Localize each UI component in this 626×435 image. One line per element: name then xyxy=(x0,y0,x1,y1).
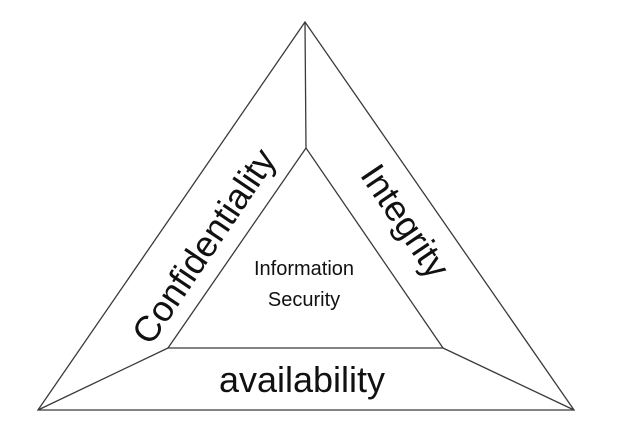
center-label-line1: Information xyxy=(254,258,354,280)
inner-triangle xyxy=(166,146,445,349)
top-connector xyxy=(304,21,307,149)
outer-triangle xyxy=(36,20,576,411)
center-label-line2: Security xyxy=(268,289,340,311)
left-connector xyxy=(37,347,169,411)
confidentiality-label: Confidentiality xyxy=(123,141,283,351)
right-connector xyxy=(442,347,575,411)
availability-label: availability xyxy=(219,359,385,400)
